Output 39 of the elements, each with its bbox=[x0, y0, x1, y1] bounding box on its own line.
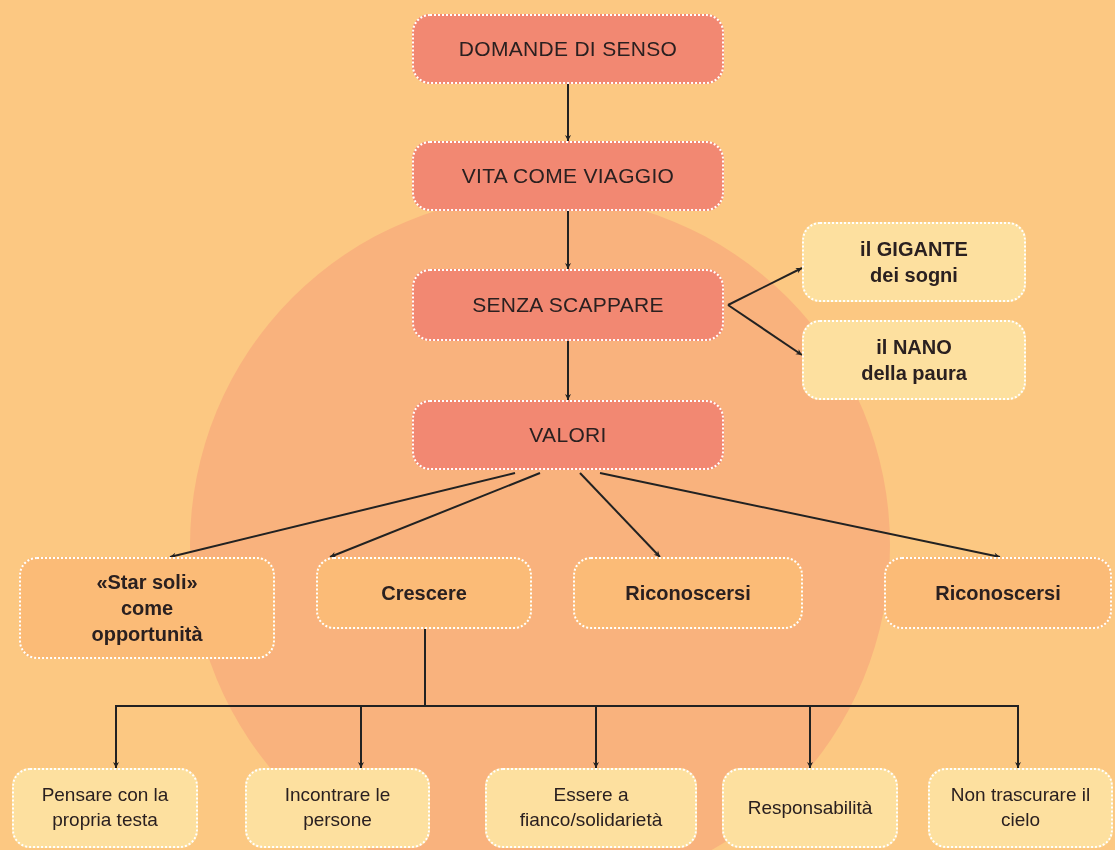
rounded-box bbox=[485, 768, 697, 848]
arrow bbox=[579, 472, 661, 558]
node-label: «Star soli» come opportunità bbox=[90, 570, 204, 647]
node-label: Responsabilità bbox=[747, 795, 873, 820]
rounded-box bbox=[412, 400, 724, 470]
node-label: Riconoscersi bbox=[935, 581, 1061, 606]
node-label: Crescere bbox=[381, 581, 467, 606]
node-label: Incontrare le persone bbox=[283, 783, 392, 832]
arrow bbox=[727, 267, 803, 306]
node-label: DOMANDE DI SENSO bbox=[458, 36, 678, 63]
rounded-box bbox=[316, 557, 532, 629]
node-label: il GIGANTE dei sogni bbox=[859, 237, 969, 288]
rounded-box bbox=[884, 557, 1112, 629]
rounded-box bbox=[412, 269, 724, 341]
rounded-box bbox=[245, 768, 430, 848]
rounded-box bbox=[722, 768, 898, 848]
rounded-box bbox=[802, 320, 1026, 400]
arrow bbox=[565, 210, 571, 270]
rounded-box bbox=[573, 557, 803, 629]
node-label: Riconoscersi bbox=[625, 581, 751, 606]
rounded-box bbox=[12, 768, 198, 848]
rounded-box bbox=[412, 141, 724, 211]
node-label: il NANO della paura bbox=[860, 335, 968, 386]
arrow bbox=[565, 340, 571, 401]
arrow bbox=[329, 472, 541, 558]
rounded-box bbox=[802, 222, 1026, 302]
rounded-box bbox=[412, 14, 724, 84]
arrow bbox=[599, 472, 1001, 559]
node-label: VITA COME VIAGGIO bbox=[461, 163, 675, 190]
node-label: Non trascurare il cielo bbox=[950, 783, 1091, 832]
arrow bbox=[169, 472, 516, 559]
arrow bbox=[565, 83, 571, 142]
rounded-box bbox=[928, 768, 1113, 848]
rounded-box bbox=[19, 557, 275, 659]
node-label: Essere a fianco/solidarietà bbox=[518, 783, 664, 832]
arrow bbox=[727, 304, 803, 356]
node-label: Pensare con la propria testa bbox=[40, 783, 170, 832]
node-label: VALORI bbox=[529, 422, 607, 449]
node-label: SENZA SCAPPARE bbox=[472, 292, 664, 319]
